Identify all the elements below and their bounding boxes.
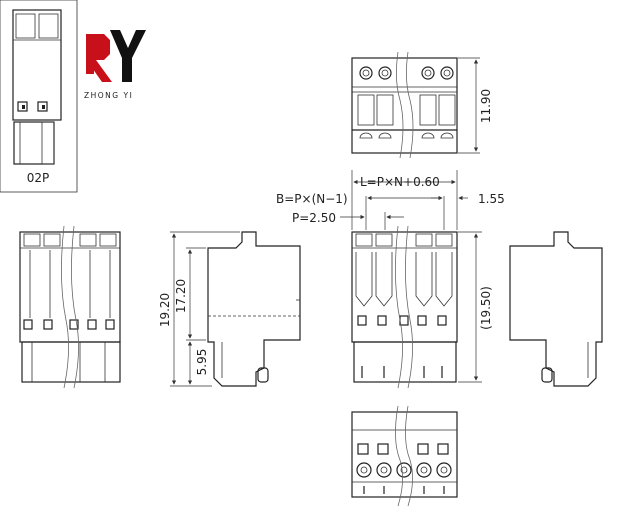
dim-edge-offset: 1.55	[478, 192, 505, 206]
dim-pitch: P=2.50	[292, 211, 336, 225]
side-view-right	[509, 231, 603, 387]
dim-pin-span: B=P×(N−1)	[276, 192, 348, 206]
left-front-view	[19, 225, 121, 389]
top-view: 11.90	[351, 51, 493, 159]
brand-name: ZHONG YI	[84, 91, 133, 100]
inset-02p-view: 02P	[0, 0, 78, 193]
variant-label: 02P	[27, 171, 50, 185]
dim-lower-height: 5.95	[195, 349, 209, 376]
bottom-view	[351, 405, 458, 507]
top-dimensions: L=P×N+0.60 B=P×(N−1) P=2.50 1.55	[276, 170, 505, 230]
zhongyi-logo: ZHONG YI	[84, 30, 146, 100]
center-front-view: (19.50)	[351, 225, 493, 389]
dim-header-height: 11.90	[479, 89, 493, 123]
dim-overall-height: 19.20	[158, 293, 172, 327]
dim-total-length: L=P×N+0.60	[360, 175, 440, 189]
dim-reference-height: (19.50)	[479, 286, 493, 330]
inset-frame	[0, 0, 78, 193]
dim-body-height: 17.20	[174, 279, 188, 313]
side-view-left: 19.20 17.20 5.95	[158, 231, 301, 387]
